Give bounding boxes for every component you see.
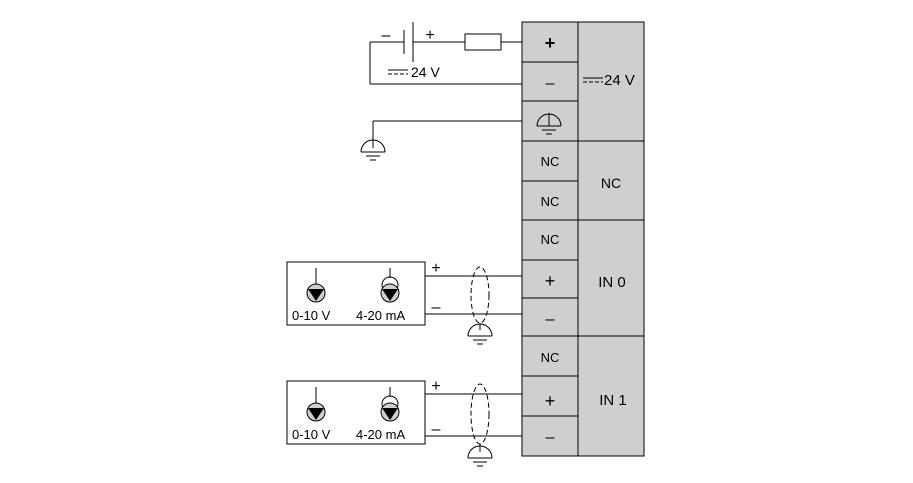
terminal-in1-nc <box>521 335 579 377</box>
wire-minus-label-in1: – <box>432 421 441 438</box>
terminal-in1-nc-label: NC <box>541 350 560 365</box>
terminal-in0-plus-label: + <box>545 271 556 291</box>
nc-group-label: NC <box>601 175 621 191</box>
sensor-voltage-label-in1: 0-10 V <box>292 427 331 442</box>
terminal-in0-minus-label: – <box>546 311 555 328</box>
earth-ground-icon <box>360 139 386 161</box>
terminal-in0-nc-label: NC <box>541 232 560 247</box>
terminal-ground-icon <box>536 113 562 135</box>
terminal-plus-24v-label: + <box>545 33 556 53</box>
cable-shield-in0 <box>470 266 490 324</box>
power-group-label: 24 V <box>604 72 635 89</box>
dc-symbol-icon <box>583 77 603 83</box>
voltage-source-icon <box>306 268 326 303</box>
battery-minus-label: – <box>382 27 391 44</box>
in0-group-label: IN 0 <box>598 274 626 291</box>
in1-group-cell <box>577 335 645 457</box>
current-source-icon <box>380 268 400 303</box>
terminal-in1-plus-label: + <box>545 391 556 411</box>
terminal-nc-2 <box>521 180 579 221</box>
terminal-in0-plus <box>521 259 579 299</box>
channel-in0-wiring: 0-10 V 4-20 mA + – <box>286 260 522 345</box>
sensor-voltage-label-in0: 0-10 V <box>292 308 331 323</box>
wire-plus-label-in0: + <box>431 260 440 277</box>
terminal-block: + – NC NC NC + – NC + – 24 V NC IN 0 IN … <box>521 21 645 457</box>
in0-group-cell <box>577 219 645 337</box>
fuse-icon <box>464 33 502 51</box>
current-source-icon <box>380 387 400 422</box>
terminal-minus-24v-label: – <box>546 75 555 92</box>
voltage-source-icon <box>306 387 326 422</box>
wire-minus-label-in0: – <box>432 299 441 316</box>
shield-ground-icon-in0 <box>467 323 493 345</box>
sensor-current-label-in0: 4-20 mA <box>356 308 405 323</box>
battery-plus-label: + <box>425 27 434 44</box>
nc-group-cell <box>577 140 645 221</box>
power-supply-circuit: – + 24 V <box>369 22 522 85</box>
supply-voltage-label: 24 V <box>411 64 440 80</box>
channel-in1-wiring: 0-10 V 4-20 mA + – <box>286 378 522 467</box>
terminal-in0-minus <box>521 297 579 337</box>
dc-symbol-supply-icon <box>388 69 408 75</box>
terminal-in1-minus-label: – <box>546 429 555 446</box>
wire-plus-label-in1: + <box>431 378 440 395</box>
terminal-in1-minus <box>521 415 579 457</box>
terminal-nc-1-label: NC <box>541 154 560 169</box>
terminal-nc-2-label: NC <box>541 194 560 209</box>
terminal-ground <box>521 100 579 142</box>
earth-connection <box>360 120 522 161</box>
shield-ground-icon-in1 <box>467 445 493 467</box>
terminal-minus-24v <box>521 61 579 102</box>
in1-group-label: IN 1 <box>599 392 627 409</box>
sensor-current-label-in1: 4-20 mA <box>356 427 405 442</box>
battery-icon <box>403 22 414 62</box>
cable-shield-in1 <box>470 383 490 445</box>
